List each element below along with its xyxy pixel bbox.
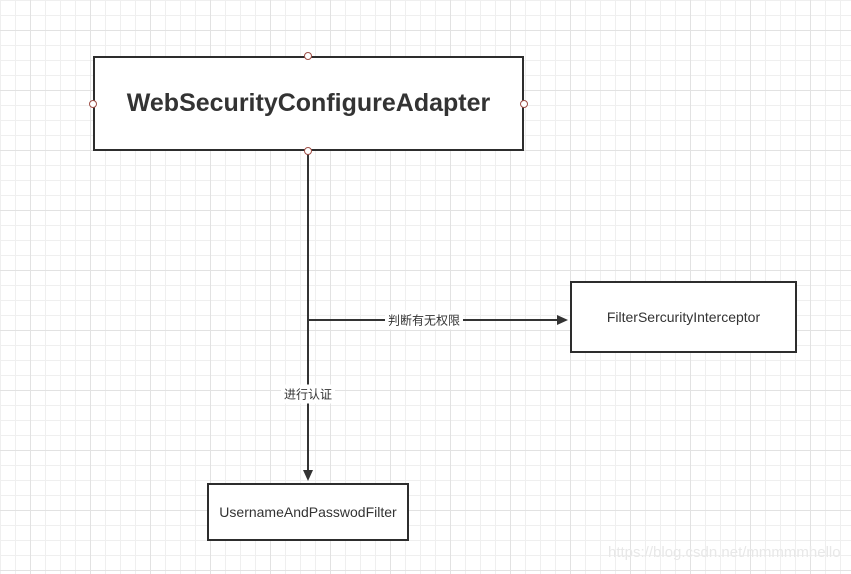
node-filtersercurityinterceptor[interactable]: FilterSercurityInterceptor [570,281,797,353]
node-websecurityconfigureadapter[interactable]: WebSecurityConfigureAdapter [93,56,524,151]
connection-point-right[interactable] [520,100,528,108]
edge-label-permission-check[interactable]: 判断有无权限 [384,310,464,330]
connection-point-left[interactable] [89,100,97,108]
node-usernameandpasswodfilter[interactable]: UsernameAndPasswodFilter [207,483,409,541]
arrowhead-right-icon[interactable] [557,315,568,325]
watermark-url: https://blog.csdn.net/mmmmmhello [608,544,841,561]
edge-authenticate-line[interactable] [307,151,309,471]
connection-point-bottom[interactable] [304,147,312,155]
connection-point-top[interactable] [304,52,312,60]
edge-label-authenticate[interactable]: 进行认证 [280,384,336,404]
arrowhead-down-icon[interactable] [303,470,313,481]
